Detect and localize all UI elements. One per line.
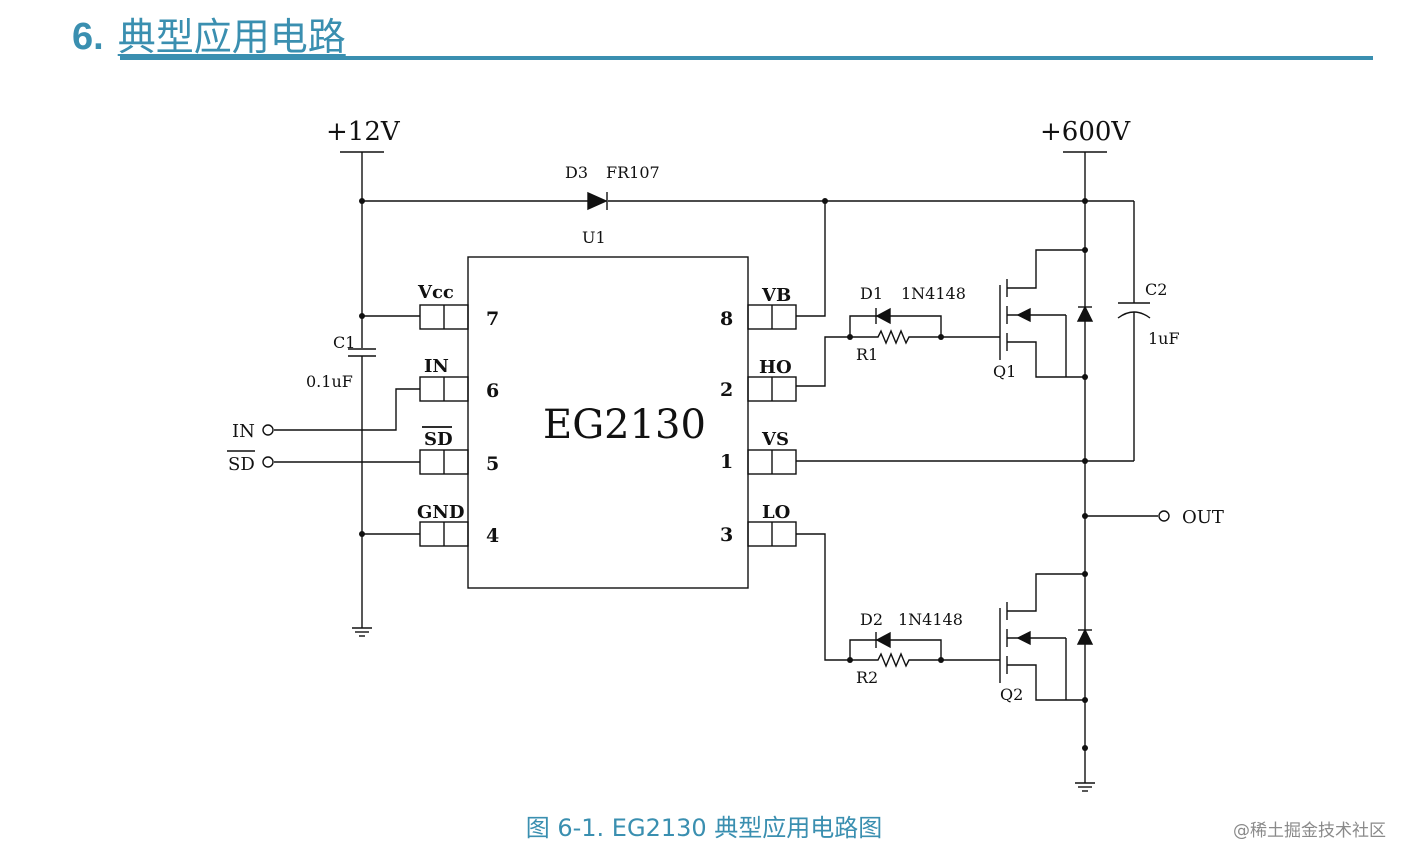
r1-ref: R1 <box>856 345 878 364</box>
heading-rule <box>120 56 1373 60</box>
pin-name-vcc: Vcc <box>417 282 454 303</box>
wire-lo <box>796 533 850 661</box>
figure-caption: 图 6-1. EG2130 典型应用电路图 <box>525 814 883 842</box>
q1-arrow <box>1016 307 1031 323</box>
q2-ref: Q2 <box>1000 685 1023 704</box>
pin-num-4: 4 <box>486 525 499 547</box>
d2-wire-right <box>890 639 942 660</box>
pin-num-5: 5 <box>486 453 499 475</box>
c1-value: 0.1uF <box>306 372 353 391</box>
d2-diode-symbol <box>875 631 891 649</box>
c2-value: 1uF <box>1148 329 1180 348</box>
supply-12v-label: +12V <box>326 117 401 147</box>
wire-ho <box>796 336 850 387</box>
section-title: 典型应用电路 <box>117 15 346 59</box>
pin-name-vs: VS <box>761 429 789 450</box>
q2-drain <box>1007 573 1085 612</box>
u1-body <box>467 256 749 589</box>
section-heading: 6. 典型应用电路 <box>72 12 346 62</box>
c1-ref: C1 <box>333 333 355 352</box>
supply-600v-label: +600V <box>1040 117 1131 147</box>
d2-ref: D2 <box>860 610 883 629</box>
d2-part: 1N4148 <box>898 610 963 629</box>
d3-diode-symbol <box>587 191 608 211</box>
pin-name-lo: LO <box>762 502 790 523</box>
output-label: OUT <box>1182 507 1224 528</box>
d2-wire-left <box>849 639 880 660</box>
d1-part: 1N4148 <box>901 284 966 303</box>
d3-part: FR107 <box>606 163 660 182</box>
d1-wire-right <box>890 315 942 337</box>
u1-ref: U1 <box>582 228 606 247</box>
input-in-label: IN <box>232 421 255 442</box>
pin-name-sd: SD <box>424 429 453 450</box>
q2-arrow <box>1016 630 1031 646</box>
pin-name-in: IN <box>424 356 449 377</box>
pin-name-vb: VB <box>761 285 791 306</box>
r2-resistor <box>850 652 941 668</box>
c2-ref: C2 <box>1145 280 1167 299</box>
pin-num-8: 8 <box>720 308 733 330</box>
u1-part: EG2130 <box>543 402 706 448</box>
pin-num-1: 1 <box>720 451 733 473</box>
pin-num-6: 6 <box>486 380 499 402</box>
section-number: 6. <box>72 16 104 58</box>
d1-diode-symbol <box>875 307 891 325</box>
pin-num-2: 2 <box>720 379 733 401</box>
pin-name-gnd: GND <box>417 502 464 523</box>
watermark: @稀土掘金技术社区 <box>1233 821 1386 841</box>
d1-ref: D1 <box>860 284 883 303</box>
q1-drain <box>1007 249 1085 289</box>
wire-vb <box>796 201 826 317</box>
pin-name-ho: HO <box>759 357 792 378</box>
d1-wire-left <box>849 315 880 337</box>
q2-source <box>1007 664 1085 701</box>
input-in-terminal <box>262 424 274 436</box>
output-terminal <box>1158 510 1170 522</box>
junction-dots <box>359 198 1088 751</box>
input-sd-label: SD <box>228 454 255 475</box>
r2-ref: R2 <box>856 668 878 687</box>
wire-in <box>274 388 420 431</box>
d3-ref: D3 <box>565 163 588 182</box>
r1-resistor <box>850 329 941 345</box>
pin-num-7: 7 <box>486 308 499 330</box>
q1-ref: Q1 <box>993 362 1016 381</box>
input-sd-terminal <box>262 456 274 468</box>
q2-body-diode <box>1076 628 1094 645</box>
q1-source <box>1007 341 1085 378</box>
pin-num-3: 3 <box>720 524 733 546</box>
